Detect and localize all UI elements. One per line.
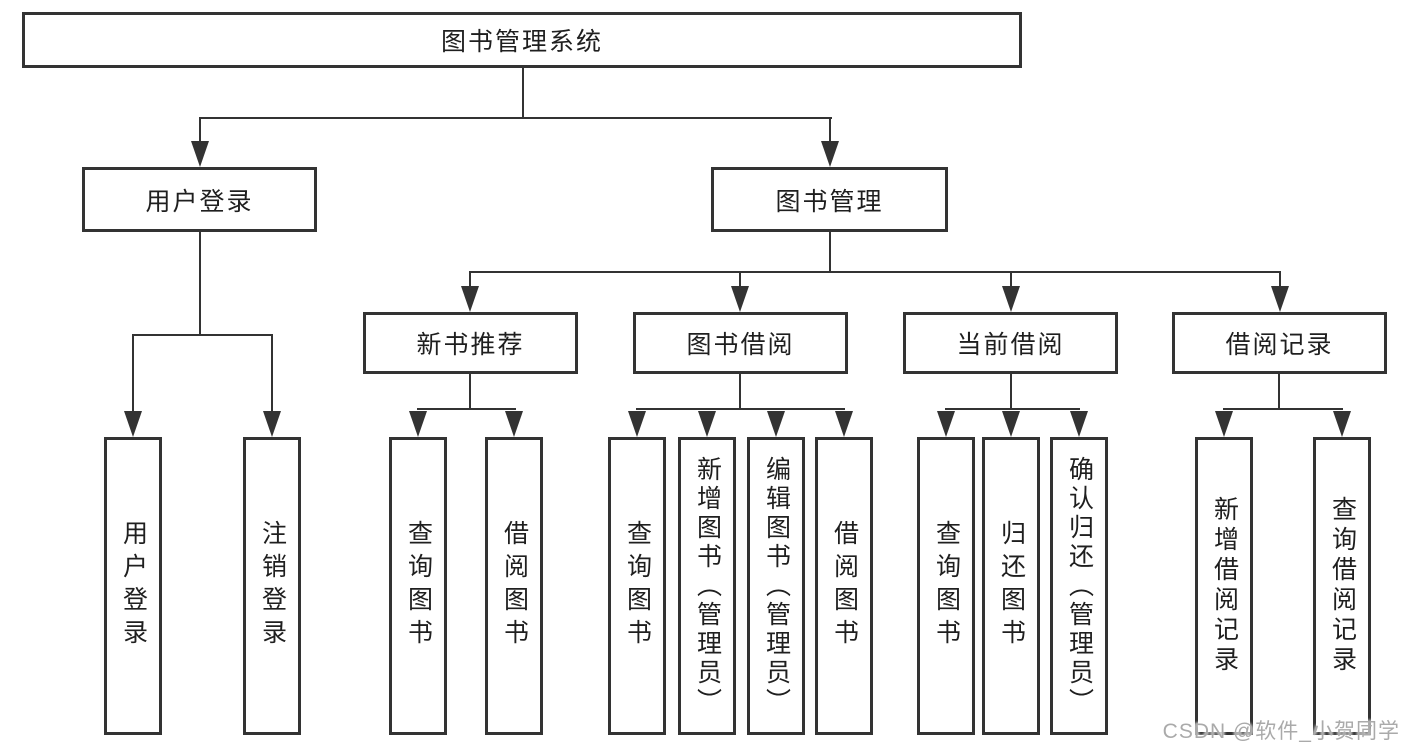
- leaf-logout: 注销登录: [243, 437, 301, 735]
- connector-line: [1279, 272, 1281, 289]
- leaf-query-books-recommend: 查询图书: [389, 437, 447, 735]
- connector-line: [1010, 272, 1012, 289]
- leaf-add-book-admin: 新增图书（管理员）: [678, 437, 736, 735]
- node-user-login: 用户登录: [82, 167, 317, 232]
- node-borrowing-records: 借阅记录: [1172, 312, 1387, 374]
- connector-line: [829, 118, 831, 144]
- leaf-confirm-return-admin-label: 确认归还（管理员）: [1065, 455, 1094, 717]
- connector-line: [829, 232, 831, 273]
- connector-line: [199, 232, 201, 336]
- node-library-system: 图书管理系统: [22, 12, 1022, 68]
- leaf-add-book-admin-label: 新增图书（管理员）: [693, 455, 722, 717]
- leaf-logout-label: 注销登录: [258, 520, 287, 652]
- leaf-add-borrow-record: 新增借阅记录: [1195, 437, 1253, 735]
- leaf-query-books-borrow: 查询图书: [608, 437, 666, 735]
- connector-line: [739, 374, 741, 409]
- arrow-down-icon: [1002, 411, 1020, 437]
- connector-line: [739, 272, 741, 289]
- leaf-user-login-label: 用户登录: [119, 520, 148, 652]
- arrow-down-icon: [1002, 286, 1020, 312]
- leaf-confirm-return-admin: 确认归还（管理员）: [1050, 437, 1108, 735]
- leaf-borrow-books: 借阅图书: [815, 437, 873, 735]
- connector-line: [1010, 374, 1012, 409]
- node-user-login-label: 用户登录: [145, 187, 254, 216]
- leaf-return-books-label: 归还图书: [997, 520, 1026, 652]
- arrow-down-icon: [191, 141, 209, 167]
- leaf-borrow-books-recommend-label: 借阅图书: [500, 520, 529, 652]
- connector-line: [522, 68, 524, 119]
- connector-line: [1278, 374, 1280, 409]
- arrow-down-icon: [731, 286, 749, 312]
- connector-line: [132, 335, 134, 413]
- node-new-book-recommendation: 新书推荐: [363, 312, 578, 374]
- node-current-borrowing-label: 当前借阅: [956, 331, 1065, 359]
- leaf-query-books-borrow-label: 查询图书: [623, 520, 652, 652]
- node-book-management-label: 图书管理: [775, 187, 884, 216]
- connector-line: [271, 335, 273, 413]
- arrow-down-icon: [263, 411, 281, 437]
- arrow-down-icon: [461, 286, 479, 312]
- node-borrowing-records-label: 借阅记录: [1225, 331, 1334, 359]
- leaf-query-books-current-label: 查询图书: [932, 520, 961, 652]
- node-new-book-recommendation-label: 新书推荐: [416, 331, 525, 359]
- leaf-query-borrow-record: 查询借阅记录: [1313, 437, 1371, 735]
- connector-line: [417, 408, 516, 410]
- leaf-add-borrow-record-label: 新增借阅记录: [1210, 496, 1239, 676]
- node-current-borrowing: 当前借阅: [903, 312, 1118, 374]
- leaf-borrow-books-recommend: 借阅图书: [485, 437, 543, 735]
- leaf-edit-book-admin: 编辑图书（管理员）: [747, 437, 805, 735]
- connector-line: [1223, 408, 1343, 410]
- arrow-down-icon: [628, 411, 646, 437]
- arrow-down-icon: [767, 411, 785, 437]
- connector-line: [469, 271, 1281, 273]
- arrow-down-icon: [821, 141, 839, 167]
- leaf-edit-book-admin-label: 编辑图书（管理员）: [762, 455, 791, 717]
- leaf-return-books: 归还图书: [982, 437, 1040, 735]
- arrow-down-icon: [124, 411, 142, 437]
- node-book-borrowing-label: 图书借阅: [686, 331, 795, 359]
- node-book-management: 图书管理: [711, 167, 948, 232]
- node-book-borrowing: 图书借阅: [633, 312, 848, 374]
- leaf-borrow-books-label: 借阅图书: [830, 520, 859, 652]
- leaf-query-borrow-record-label: 查询借阅记录: [1328, 496, 1357, 676]
- leaf-query-books-current: 查询图书: [917, 437, 975, 735]
- arrow-down-icon: [1215, 411, 1233, 437]
- connector-line: [469, 374, 471, 409]
- arrow-down-icon: [835, 411, 853, 437]
- connector-line: [199, 118, 201, 144]
- connector-line: [469, 272, 471, 289]
- arrow-down-icon: [698, 411, 716, 437]
- arrow-down-icon: [1070, 411, 1088, 437]
- leaf-query-books-recommend-label: 查询图书: [404, 520, 433, 652]
- arrow-down-icon: [409, 411, 427, 437]
- node-library-system-label: 图书管理系统: [440, 28, 603, 56]
- arrow-down-icon: [1333, 411, 1351, 437]
- arrow-down-icon: [937, 411, 955, 437]
- connector-line: [945, 408, 1080, 410]
- watermark-text: CSDN @软件_小贺同学: [1162, 720, 1400, 743]
- leaf-user-login: 用户登录: [104, 437, 162, 735]
- arrow-down-icon: [505, 411, 523, 437]
- connector-line: [132, 334, 273, 336]
- connector-line: [199, 117, 832, 119]
- connector-line: [636, 408, 845, 410]
- arrow-down-icon: [1271, 286, 1289, 312]
